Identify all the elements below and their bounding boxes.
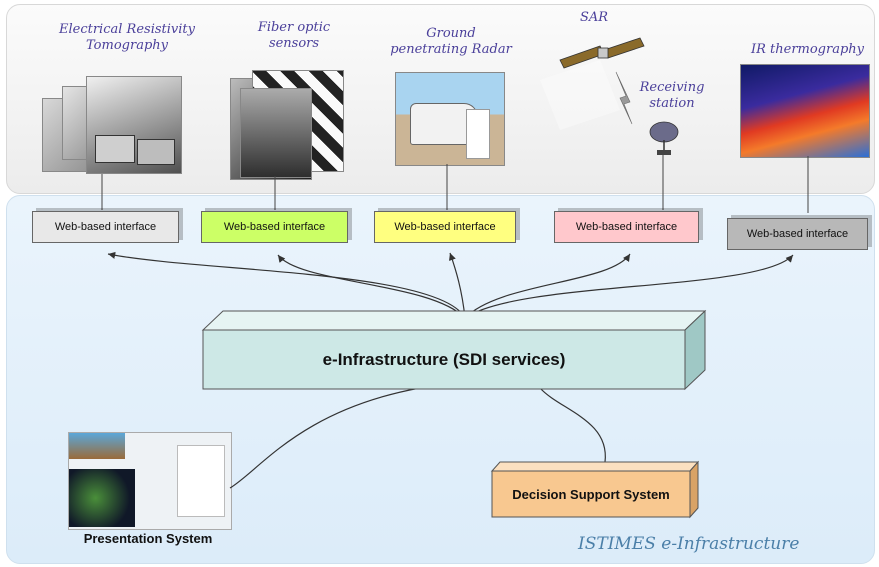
- footer-label: ISTIMES e-Infrastructure: [578, 534, 800, 554]
- receiving-station-title: Receiving station: [639, 80, 705, 111]
- web-interface-label: Web-based interface: [575, 221, 678, 233]
- signal-bolt-icon: [615, 71, 633, 125]
- gpr-title: Ground penetrating Radar: [390, 26, 512, 57]
- ir-title: IR thermography: [750, 42, 865, 57]
- ert-title: Electrical Resistivity Tomography: [59, 22, 195, 53]
- core-to-dss-line: [539, 387, 606, 463]
- web-interface-label: Web-based interface: [394, 221, 496, 233]
- ir-photo: [740, 64, 870, 158]
- core-label: e-Infrastructure (SDI services): [322, 349, 566, 369]
- web-interface-sar: Web-based interface: [554, 211, 699, 243]
- world-map-icon: [69, 469, 135, 527]
- presentation-screenshot: [68, 432, 232, 530]
- panel-icon: [177, 445, 225, 517]
- web-interface-ir: Web-based interface: [727, 218, 868, 250]
- core-to-presentation-line: [229, 387, 421, 489]
- satellite-icon: [540, 37, 645, 130]
- dss-face: [491, 470, 691, 518]
- core-to-interface-arrows: [107, 251, 794, 319]
- fiber-title: Fiber optic sensors: [257, 20, 331, 51]
- dss-box: [490, 460, 700, 519]
- web-interface-gpr: Web-based interface: [374, 211, 516, 243]
- radar-antenna-icon: [466, 109, 490, 159]
- gpr-photo: [395, 72, 505, 166]
- web-interface-label: Web-based interface: [223, 221, 326, 233]
- dish-antenna-icon: [649, 121, 679, 155]
- core-face: [202, 329, 686, 390]
- ert-device-icon: [137, 139, 175, 165]
- web-interface-ert: Web-based interface: [32, 211, 179, 243]
- map-thumbnail-icon: [69, 433, 125, 459]
- web-interface-label: Web-based interface: [54, 221, 157, 233]
- dss-label: Decision Support System: [512, 486, 670, 502]
- core-box: [201, 309, 707, 391]
- presentation-label: Presentation System: [83, 530, 213, 546]
- web-interface-fiber: Web-based interface: [201, 211, 348, 243]
- web-interface-label: Web-based interface: [746, 228, 849, 240]
- ert-device-icon: [95, 135, 135, 163]
- ert-photo-front: [86, 76, 182, 174]
- sar-title: SAR: [579, 10, 609, 25]
- fiber-photo-front: [240, 88, 312, 178]
